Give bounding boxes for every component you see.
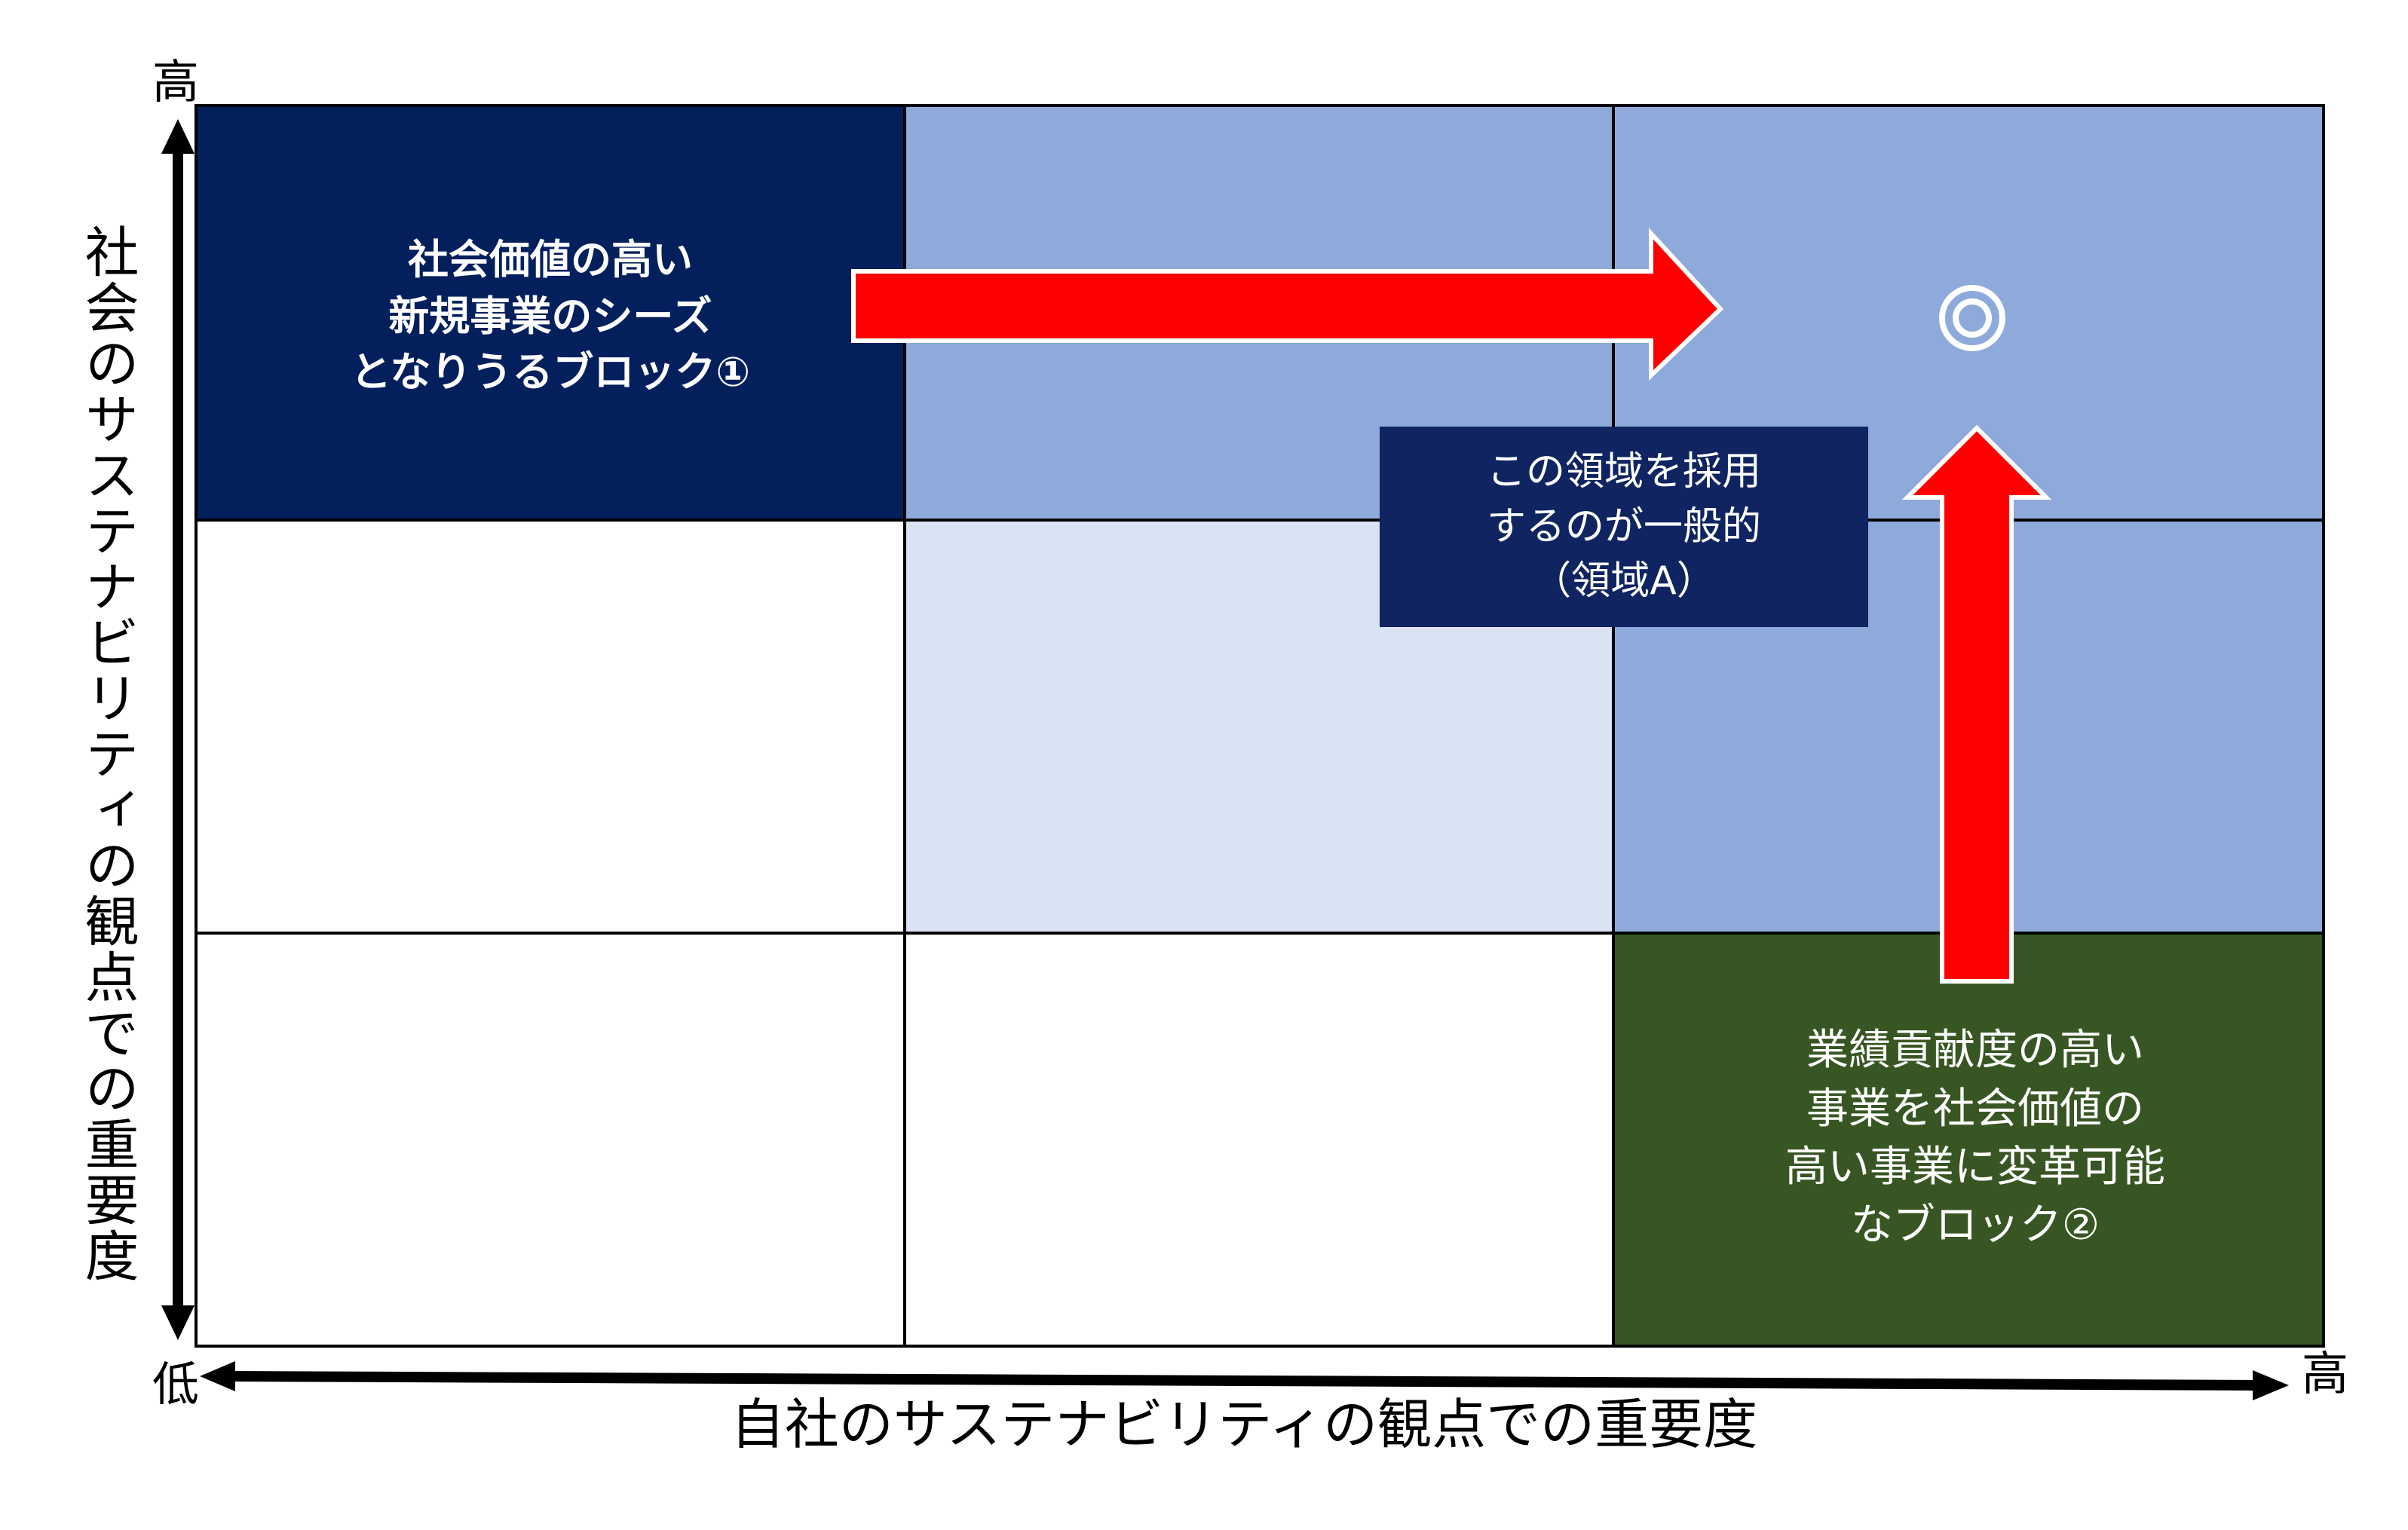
cell-low-social-low-company <box>195 932 906 1348</box>
cell-low-social-mid-company <box>903 932 1615 1348</box>
x-axis-high-label: 高 <box>2301 1346 2348 1401</box>
block2-label: 業績貢献度の高い 事業を社会価値の 高い事業に変革可能 なブロック② <box>1785 1026 2165 1250</box>
y-axis-arrow <box>161 119 195 1340</box>
cell-high-social-low-company <box>195 104 906 522</box>
y-axis-title: 社会のサステナビリティの観点での重要度 <box>75 224 139 1284</box>
target-mark-icon <box>1939 285 2005 351</box>
area-a-label: この領域を採用 するのが一般的 （領域A） <box>1380 427 1868 627</box>
origin-low-label: 低 <box>152 1357 199 1412</box>
block1-label: 社会価値の高い 新規事業のシーズ となりうるブロック① <box>350 236 751 396</box>
y-axis-high-label: 高 <box>152 54 199 109</box>
right-arrow <box>851 228 1724 381</box>
cell-mid-social-low-company <box>195 519 906 935</box>
x-axis-arrow <box>200 1361 2289 1400</box>
x-axis-title: 自社のサステナビリティの観点での重要度 <box>730 1393 1758 1456</box>
up-arrow <box>1901 424 2052 984</box>
